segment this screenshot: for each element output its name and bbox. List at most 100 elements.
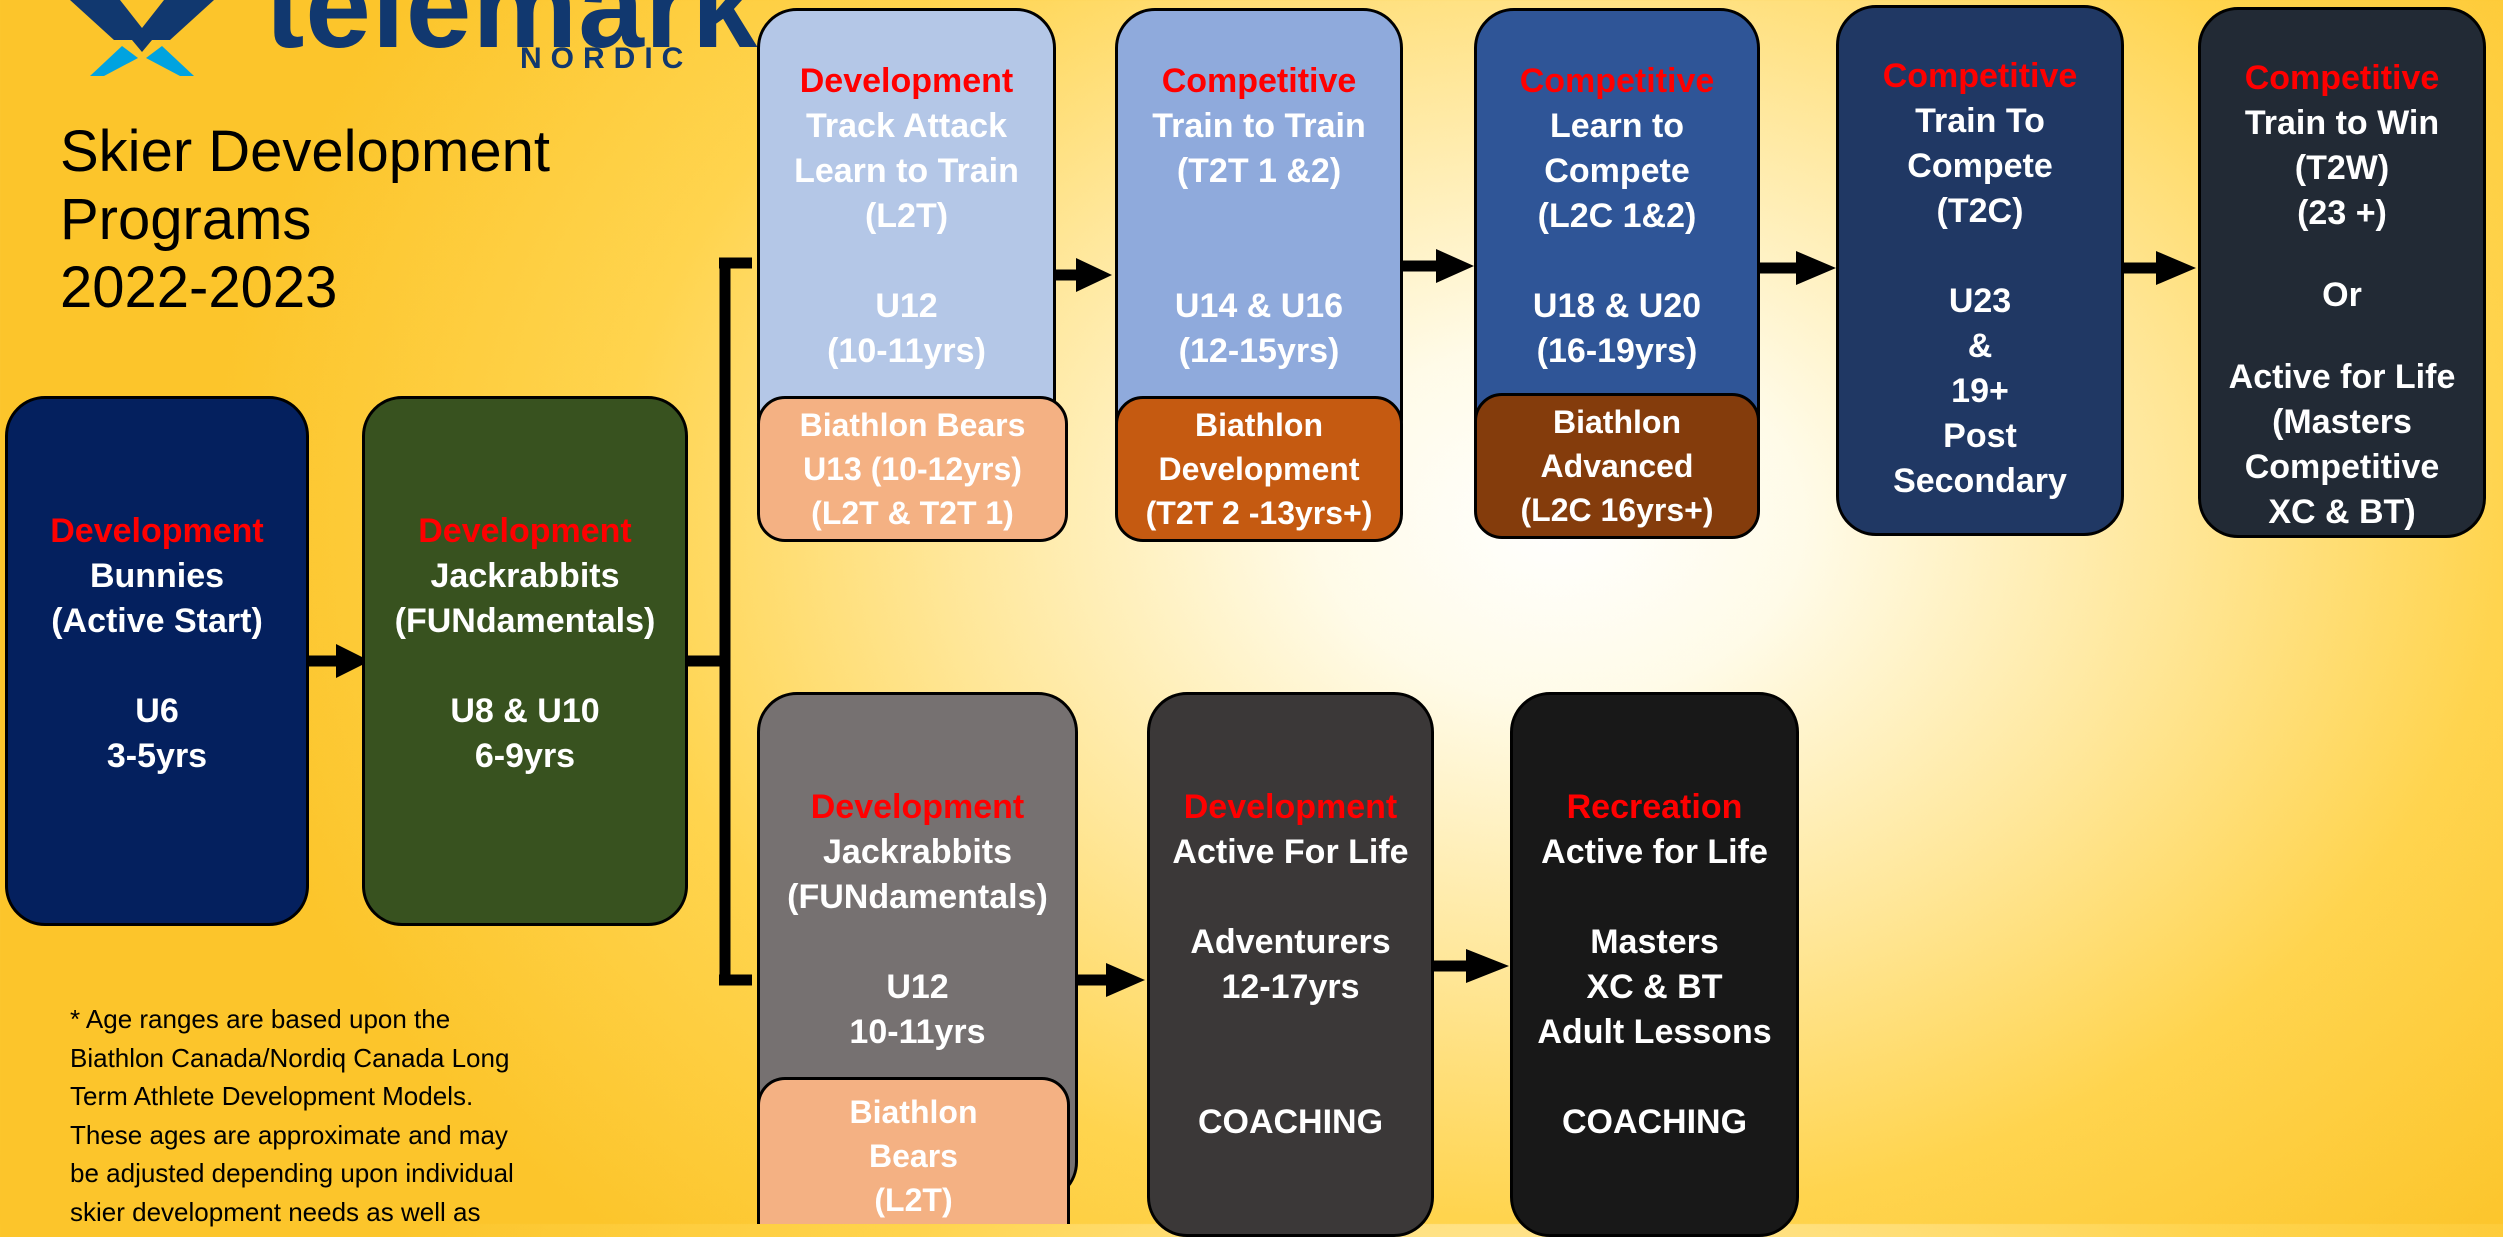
program-box-track-attack: Development Track Attack Learn to Train …: [757, 8, 1056, 460]
biathlon-line: (L2C 16yrs+): [1520, 492, 1714, 528]
program-box-learn-to-compete: Competitive Learn to Compete (L2C 1&2) U…: [1474, 8, 1760, 458]
arrow-head: [1796, 251, 1836, 285]
box-heading: Development: [50, 512, 264, 550]
box-line: (FUNdamentals): [394, 602, 656, 640]
logo-wordmark: telemark: [265, 0, 759, 73]
age-footnote: * Age ranges are based upon the Biathlon…: [70, 1000, 610, 1231]
box-line: U23: [1948, 282, 2012, 320]
box-line: 3-5yrs: [106, 737, 208, 775]
title-line: Skier Development: [60, 119, 550, 184]
box-heading: Development: [799, 62, 1014, 100]
telemark-nordic-logo: telemark NORDIC: [60, 0, 757, 80]
program-box-recreation: Recreation Active for Life Masters XC & …: [1510, 692, 1799, 1237]
box-line: (Masters: [2272, 403, 2412, 441]
box-line: (T2T 1 &2): [1176, 152, 1342, 190]
program-box-jackrabbits: Development Jackrabbits (FUNdamentals) U…: [362, 396, 688, 926]
biathlon-line: Biathlon: [1553, 404, 1681, 440]
footnote-line: Term Athlete Development Models.: [70, 1081, 474, 1111]
arrow-head: [1466, 949, 1509, 983]
biathlon-bears-l2t-box: Biathlon Bears (L2T): [757, 1077, 1070, 1224]
program-box-bunnies: Development Bunnies (Active Start) U6 3-…: [5, 396, 309, 926]
box-line: U12: [886, 968, 949, 1006]
box-line: Jackrabbits: [430, 557, 620, 595]
arrow-head: [2156, 251, 2196, 285]
box-line: (T2C): [1936, 192, 2024, 230]
box-line: XC & BT: [1586, 968, 1723, 1006]
box-line: COACHING: [1561, 1103, 1748, 1141]
footnote-line: be adjusted depending upon individual: [70, 1158, 514, 1188]
box-line: Masters: [1590, 923, 1719, 961]
box-line: 10-11yrs: [849, 1013, 986, 1051]
box-heading: Development: [418, 512, 632, 550]
footnote-line: Biathlon Canada/Nordiq Canada Long: [70, 1042, 510, 1073]
box-line: Learn to Train: [794, 152, 1019, 190]
footnote-line: skier development needs as well as: [70, 1196, 481, 1227]
box-line: U18 & U20: [1532, 287, 1702, 325]
box-line: (10-11yrs): [827, 332, 986, 370]
biathlon-line: Advanced: [1540, 448, 1694, 484]
box-line: 12-17yrs: [1221, 968, 1360, 1006]
skier-star-icon: [70, 0, 214, 76]
program-box-train-to-compete: Competitive Train To Compete (T2C) U23 &…: [1836, 5, 2124, 536]
box-heading: Competitive: [1519, 62, 1715, 100]
box-line: (L2T): [864, 197, 949, 235]
box-heading: Development: [1183, 788, 1398, 826]
footnote-line: * Age ranges are based upon the: [70, 1004, 451, 1034]
box-line: COACHING: [1197, 1103, 1384, 1141]
biathlon-bears-box: Biathlon Bears U13 (10-12yrs) (L2T & T2T…: [757, 396, 1068, 542]
footnote-line: These ages are approximate and may: [70, 1119, 508, 1150]
box-heading: Development: [810, 788, 1025, 826]
box-heading: Recreation: [1566, 788, 1743, 826]
box-line: Or: [2322, 276, 2362, 314]
biathlon-line: Biathlon Bears: [799, 407, 1026, 443]
biathlon-line: Biathlon: [849, 1094, 978, 1130]
box-line: 19+: [1951, 372, 2009, 410]
box-line: Train to Train: [1152, 107, 1366, 145]
box-line: U12: [875, 287, 938, 325]
box-line: Bunnies: [89, 557, 225, 595]
box-line: (23 +): [2297, 194, 2387, 232]
program-box-active-for-life: Development Active For Life Adventurers …: [1147, 692, 1434, 1237]
box-line: Track Attack: [806, 107, 1007, 145]
title-line: Programs: [60, 187, 312, 252]
arrow-head: [336, 644, 370, 678]
box-line: Adventurers: [1190, 923, 1391, 961]
box-line: Jackrabbits: [823, 833, 1012, 871]
box-line: Compete: [1907, 147, 2053, 185]
box-line: (L2C 1&2): [1537, 197, 1697, 235]
program-box-train-to-win: Competitive Train to Win (T2W) (23 +) Or…: [2198, 7, 2486, 538]
biathlon-line: Biathlon: [1195, 407, 1323, 443]
box-line: Train to Win: [2244, 104, 2440, 142]
box-line: &: [1967, 327, 1993, 365]
box-line: (Active Start): [51, 602, 263, 640]
box-line: U8 & U10: [450, 692, 600, 730]
box-heading: Competitive: [1161, 62, 1357, 100]
title-line: 2022-2023: [60, 255, 338, 320]
box-line: Train To: [1915, 102, 2045, 140]
biathlon-line: Bears: [869, 1138, 958, 1174]
box-line: Active For Life: [1172, 833, 1409, 871]
box-line: Active for Life: [2228, 358, 2456, 396]
box-heading: Competitive: [2244, 59, 2440, 97]
box-line: Competitive: [2244, 448, 2440, 486]
page-title: Skier Development Programs 2022-2023: [60, 118, 550, 322]
arrow-head: [1436, 249, 1474, 283]
biathlon-line: U13 (10-12yrs): [803, 451, 1022, 487]
box-line: U14 & U16: [1174, 287, 1344, 325]
biathlon-development-box: Biathlon Development (T2T 2 -13yrs+): [1115, 396, 1403, 542]
box-line: (12-15yrs): [1178, 332, 1340, 370]
arrow-head: [1106, 963, 1145, 997]
box-line: Compete: [1544, 152, 1690, 190]
box-line: Post: [1943, 417, 2017, 455]
box-line: (FUNdamentals): [787, 878, 1048, 916]
box-line: (16-19yrs): [1536, 332, 1698, 370]
biathlon-line: (L2T & T2T 1): [811, 495, 1014, 531]
biathlon-advanced-box: Biathlon Advanced (L2C 16yrs+): [1474, 393, 1760, 539]
box-line: Learn to: [1549, 107, 1685, 145]
program-box-train-to-train: Competitive Train to Train (T2T 1 &2) U1…: [1115, 8, 1403, 460]
biathlon-line: (L2T): [874, 1182, 953, 1218]
box-line: (T2W): [2294, 149, 2390, 187]
box-line: 6-9yrs: [474, 737, 576, 775]
biathlon-line: Development: [1158, 451, 1360, 487]
